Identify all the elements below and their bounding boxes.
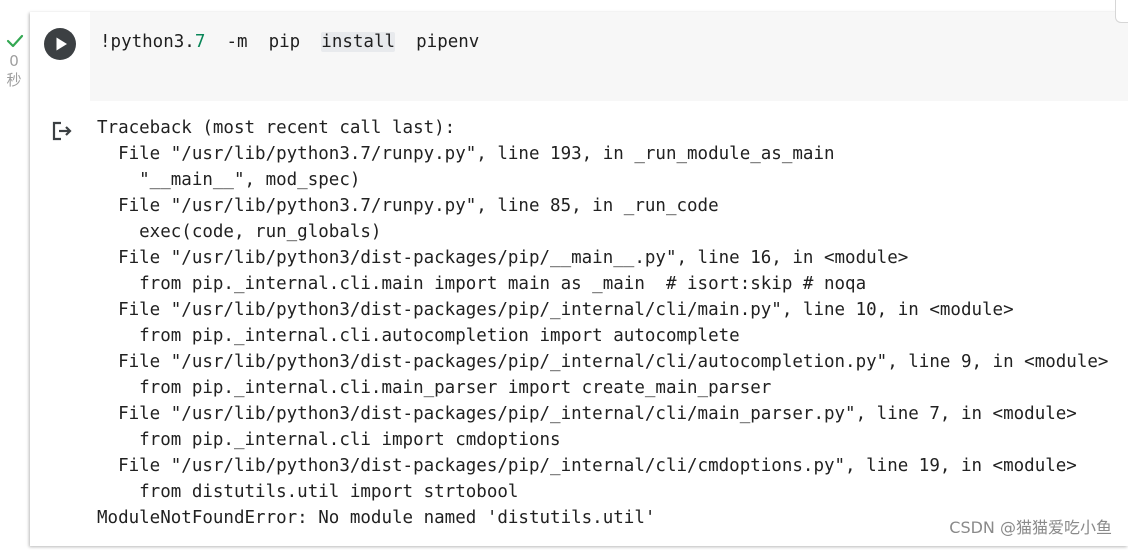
output-line: from pip._internal.cli.main_parser impor… (97, 378, 772, 398)
output-line: File "/usr/lib/python3/dist-packages/pip… (97, 352, 1109, 372)
execution-time: 0 秒 (0, 52, 28, 90)
code-editor[interactable]: !python3.7 -m pip install pipenv (90, 12, 1128, 101)
code-version-number: 7 (194, 32, 206, 52)
output-line: Traceback (most recent call last): (97, 118, 456, 138)
code-cell[interactable]: !python3.7 -m pip install pipenv Traceba… (30, 12, 1128, 546)
traceback-output: Traceback (most recent call last): File … (97, 115, 1108, 531)
code-line[interactable]: !python3.7 -m pip install pipenv (100, 32, 479, 52)
code-input-area: !python3.7 -m pip install pipenv (30, 12, 1128, 101)
code-install-keyword: install (321, 32, 396, 52)
output-line: exec(code, run_globals) (97, 222, 382, 242)
output-line: from distutils.util import strtobool (97, 482, 519, 502)
code-flags: -m pip (205, 32, 322, 52)
output-line: File "/usr/lib/python3/dist-packages/pip… (97, 404, 1077, 424)
code-command: !python3. (100, 32, 195, 52)
side-panel-tab[interactable] (1115, 0, 1128, 23)
output-line: File "/usr/lib/python3/dist-packages/pip… (97, 300, 1014, 320)
execution-time-unit: 秒 (6, 71, 22, 89)
output-line: File "/usr/lib/python3.7/runpy.py", line… (97, 196, 719, 216)
run-cell-button[interactable] (44, 28, 76, 60)
output-redirect-icon[interactable] (50, 119, 74, 143)
cell-output-area: Traceback (most recent call last): File … (30, 101, 1128, 546)
output-line: File "/usr/lib/python3/dist-packages/pip… (97, 456, 1077, 476)
code-package-name: pipenv (395, 32, 480, 52)
output-line: File "/usr/lib/python3.7/runpy.py", line… (97, 144, 835, 164)
output-line: ModuleNotFoundError: No module named 'di… (97, 508, 656, 528)
csdn-watermark: CSDN @猫猫爱吃小鱼 (949, 518, 1112, 537)
execution-time-number: 0 (9, 52, 19, 70)
check-icon (6, 34, 24, 48)
output-line: "__main__", mod_spec) (97, 170, 361, 190)
output-line: File "/usr/lib/python3/dist-packages/pip… (97, 248, 909, 268)
output-line: from pip._internal.cli import cmdoptions (97, 430, 561, 450)
output-line: from pip._internal.cli.main import main … (97, 274, 867, 294)
run-column (30, 12, 90, 101)
output-line: from pip._internal.cli.autocompletion im… (97, 326, 740, 346)
cell-gutter: 0 秒 (0, 0, 30, 550)
play-icon (56, 37, 67, 51)
